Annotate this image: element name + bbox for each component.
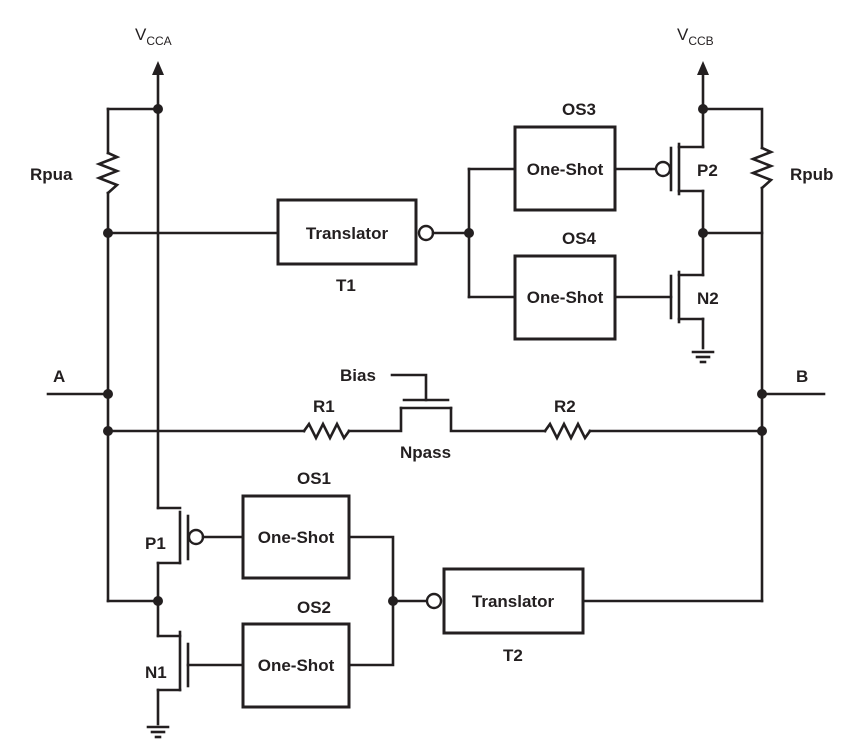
rpub-resistor [749, 146, 775, 190]
port-a-label: A [53, 367, 65, 386]
vccb-label: VCCB [677, 25, 714, 48]
p2-transistor [669, 142, 705, 196]
r1-resistor [302, 421, 351, 441]
ground-symbol-n2 [691, 350, 715, 364]
ground-symbol-n1 [146, 725, 170, 739]
r2-resistor [543, 421, 592, 441]
r1-label: R1 [313, 397, 335, 416]
os1-box-label: One-Shot [258, 528, 335, 547]
junction-dots [103, 104, 767, 606]
os3-box [513, 125, 617, 212]
os1-box [241, 494, 351, 580]
os4-box [513, 254, 617, 341]
port-b-label: B [796, 367, 808, 386]
os3-box-label: One-Shot [527, 160, 604, 179]
npass-transistor [390, 373, 547, 433]
r2-label: R2 [554, 397, 576, 416]
t1-name: T1 [336, 276, 356, 295]
t1-inverting-bubble [417, 224, 435, 242]
os4-box-label: One-Shot [527, 288, 604, 307]
n2-transistor [669, 270, 705, 324]
t1-translator-box [276, 198, 418, 266]
os1-name: OS1 [297, 469, 331, 488]
n1-label: N1 [145, 663, 167, 682]
vcca-arrow [152, 61, 164, 75]
os2-name: OS2 [297, 598, 331, 617]
rpua-resistor [95, 151, 121, 195]
p2-gate-bubble [654, 160, 672, 178]
npass-wire-left [347, 406, 403, 433]
t2-inverting-bubble [425, 592, 443, 610]
t2-translator-box [442, 567, 585, 635]
n2-label: N2 [697, 289, 719, 308]
os3-name: OS3 [562, 100, 596, 119]
os4-name: OS4 [562, 229, 597, 248]
t2-box-label: Translator [472, 592, 555, 611]
p2-label: P2 [697, 161, 718, 180]
vcca-rail [106, 70, 160, 510]
os2-box [241, 622, 351, 709]
rpub-label: Rpub [790, 165, 833, 184]
vcca-label: VCCA [135, 25, 172, 48]
p1-label: P1 [145, 534, 166, 553]
t2-name: T2 [503, 646, 523, 665]
rpua-label: Rpua [30, 165, 73, 184]
os2-box-label: One-Shot [258, 656, 335, 675]
npass-label: Npass [400, 443, 451, 462]
vccb-arrow [697, 61, 709, 75]
p1-gate-bubble [187, 528, 205, 546]
t1-box-label: Translator [306, 224, 389, 243]
p1-transistor [156, 506, 190, 638]
bias-label: Bias [340, 366, 376, 385]
